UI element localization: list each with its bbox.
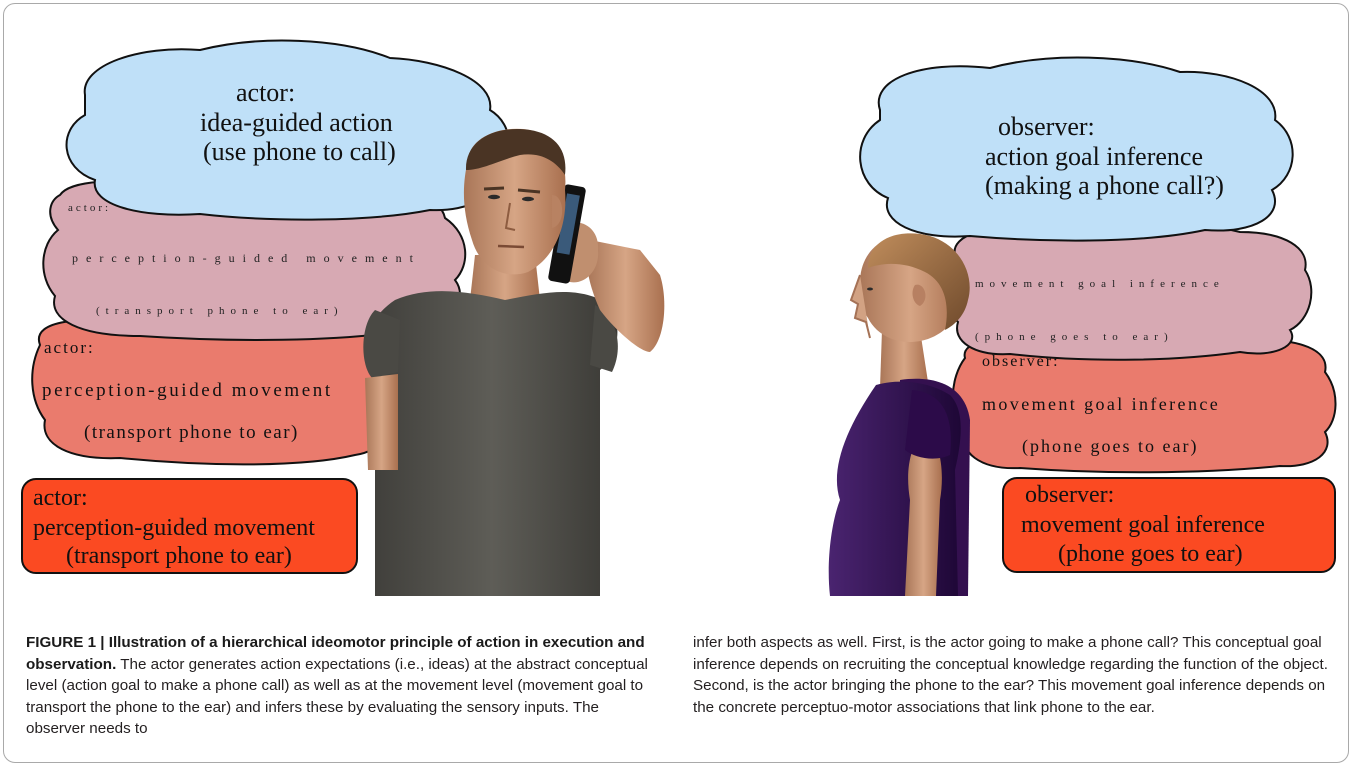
observer-salmon-line3: (phone goes to ear) [1022, 436, 1198, 457]
observer-salmon-line2: movement goal inference [982, 394, 1220, 414]
observer-pink-line2: (phone goes to ear) [975, 331, 1174, 343]
observer-box-line3: (phone goes to ear) [1058, 541, 1243, 567]
actor-box-line3: (transport phone to ear) [66, 543, 292, 569]
actor-box-line1: actor: [33, 485, 88, 511]
actor-pink-line3: (transport phone to ear) [96, 305, 344, 317]
observer-box-line2: movement goal inference [1021, 512, 1265, 538]
observer-idea-line2: action goal inference [985, 142, 1203, 171]
observer-salmon-line1: observer: [982, 353, 1060, 370]
figure-illustration: actor: idea-guided action (use phone to … [0, 0, 1354, 610]
actor-pink-line2: perception-guided movement [72, 251, 421, 265]
actor-salmon-line3: (transport phone to ear) [84, 422, 299, 443]
figure-caption-left-text: The actor generates action expectations … [26, 656, 648, 738]
actor-idea-line1: actor: [236, 78, 295, 107]
figure-caption-left: FIGURE 1 | Illustration of a hierarchica… [26, 632, 662, 740]
figure-caption-right: infer both aspects as well. First, is th… [693, 632, 1333, 718]
actor-idea-line2: idea-guided action [200, 108, 393, 137]
actor-idea-line3: (use phone to call) [203, 137, 396, 166]
observer-figure [829, 233, 970, 596]
observer-idea-line3: (making a phone call?) [985, 171, 1224, 200]
actor-box-line2: perception-guided movement [33, 515, 315, 541]
actor-pink-line1: actor: [68, 202, 111, 214]
actor-salmon-line1: actor: [44, 338, 95, 357]
observer-pink-line1: movement goal inference [975, 278, 1225, 290]
observer-box-line1: observer: [1025, 482, 1114, 508]
actor-salmon-line2: perception-guided movement [42, 380, 333, 401]
observer-idea-line1: observer: [998, 112, 1095, 141]
